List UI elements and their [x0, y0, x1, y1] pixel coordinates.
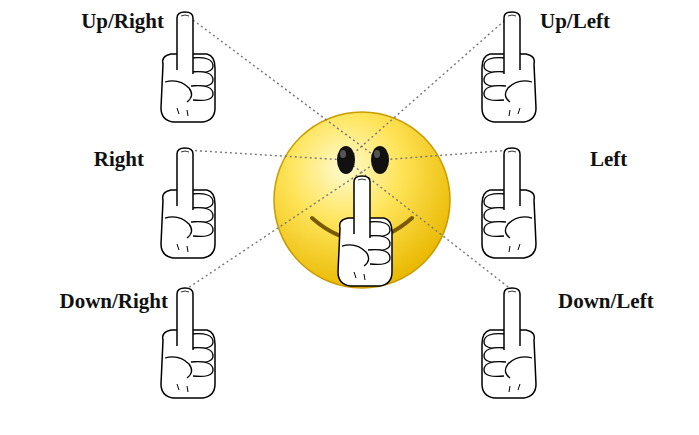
pointing-hand	[482, 12, 536, 122]
left-eye	[337, 146, 355, 174]
right-eye	[371, 146, 389, 174]
sight-lines	[185, 14, 512, 290]
pointing-hand	[161, 148, 215, 258]
direction-label: Up/Right	[79, 10, 166, 33]
smiley-face	[274, 112, 450, 288]
pointing-hand	[482, 148, 536, 258]
sight-line	[380, 150, 512, 160]
direction-label: Up/Left	[538, 10, 612, 33]
sight-line	[185, 150, 346, 160]
pointing-hand	[161, 12, 215, 122]
direction-label: Left	[588, 148, 629, 171]
eye-glint	[340, 150, 346, 158]
direction-label: Down/Right	[57, 290, 170, 313]
pointing-hand	[482, 288, 536, 398]
center-hand	[338, 176, 392, 286]
eye-glint	[374, 150, 380, 158]
direction-label: Right	[92, 148, 146, 171]
direction-label: Down/Left	[556, 290, 656, 313]
